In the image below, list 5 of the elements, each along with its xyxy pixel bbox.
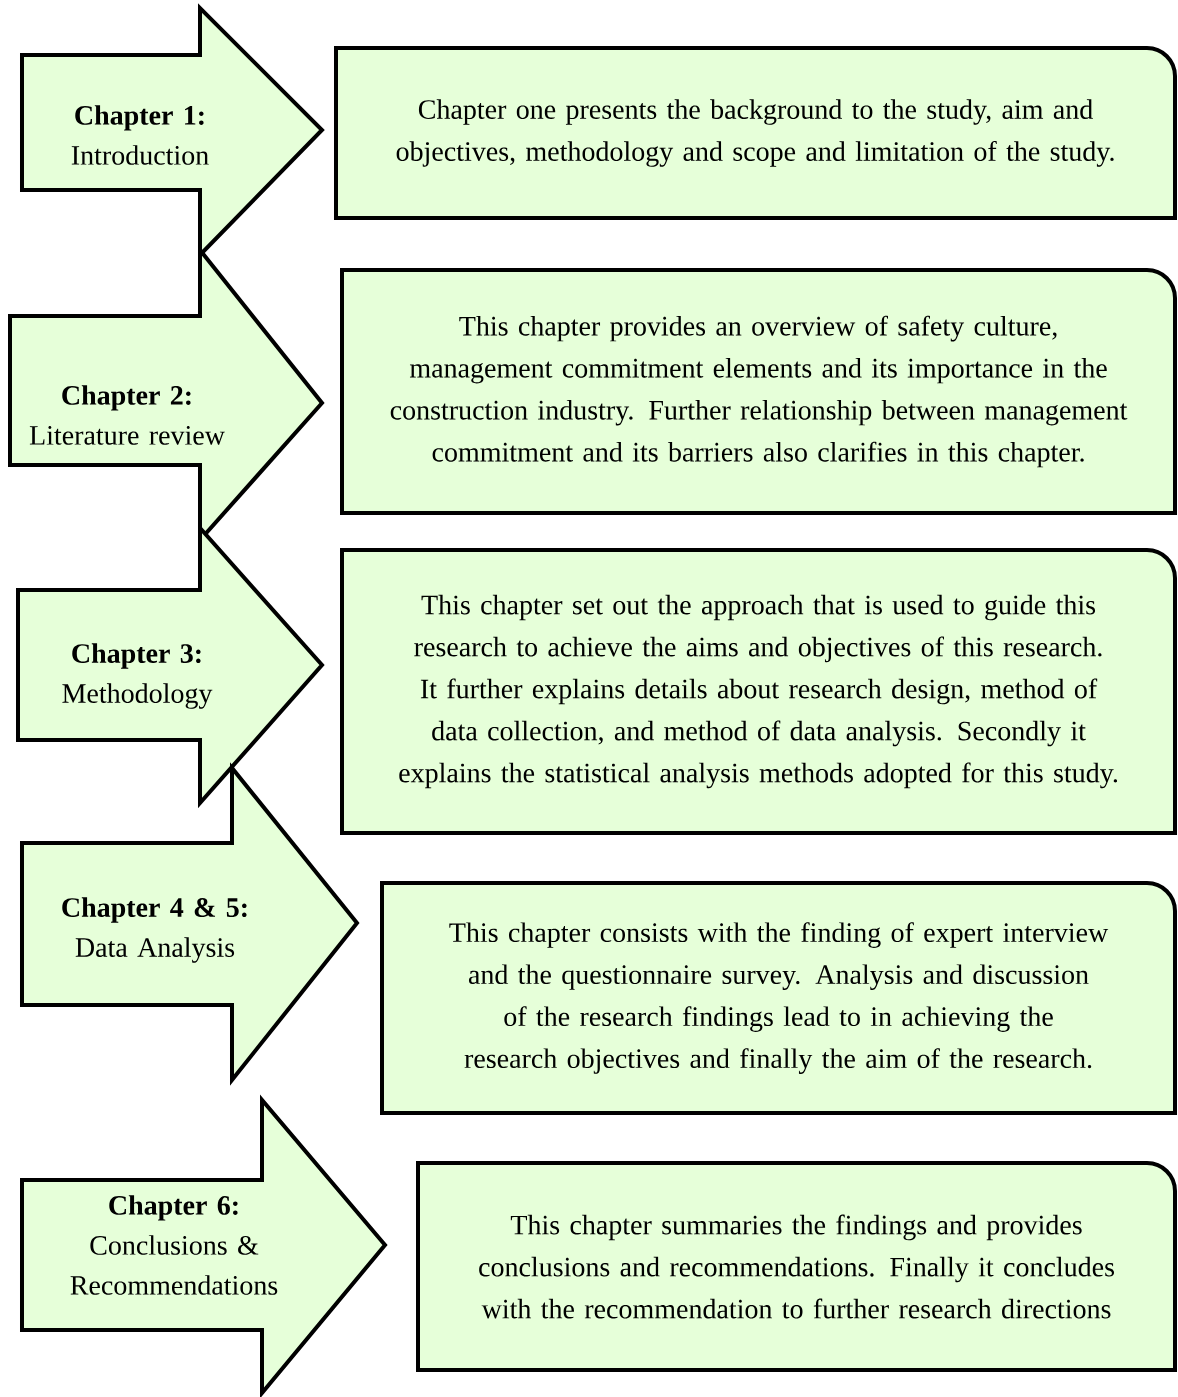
text-box: Chapter one presents the background to the study, aim and objectives, methodology and scope and limitation of the study.	[334, 46, 1177, 220]
text-box: This chapter set out the approach that is used to guide this research to achieve the aims and objectives of this research. It further explains details about research design, method of data collection, and method of data analysis. Secondly it explains the statistical analysis methods adopted for this study.	[340, 548, 1177, 835]
text-box: This chapter consists with the finding of expert interview and the questionnaire survey. Analysis and discussion of the research findings lead to in achieving the research objectives and finally the aim of the research.	[380, 881, 1177, 1115]
text-box: This chapter provides an overview of safety culture, management commitment elements and its importance in the construction industry. Further relationship between management commitment and its barriers also clarifies in this chapter.	[340, 268, 1177, 515]
text-box: This chapter summaries the findings and provides conclusions and recommendations. Finally it concludes with the recommendation to further research directions	[416, 1161, 1177, 1372]
